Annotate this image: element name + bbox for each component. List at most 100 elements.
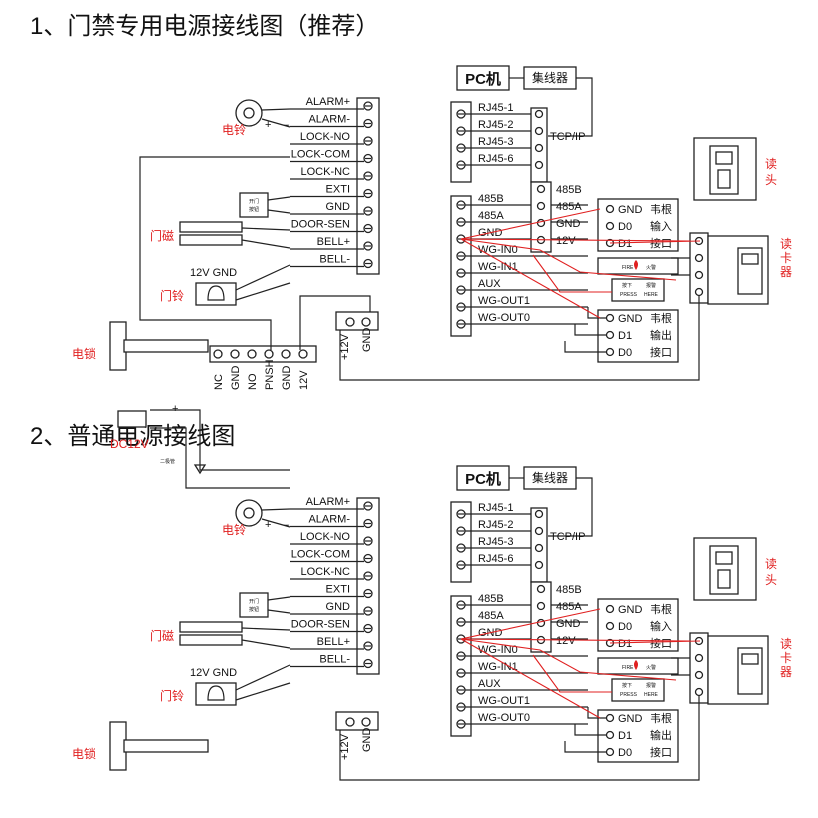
rj45-pin <box>534 543 544 553</box>
psu-label: +12V <box>339 333 351 360</box>
rj45-strip <box>450 101 472 183</box>
hub-rj45-wire <box>548 477 593 537</box>
controller-label: WG-IN0 <box>478 644 518 656</box>
red-wire-alarm <box>460 238 677 281</box>
title-1: 1、门禁专用电源接线图（推荐） <box>30 13 379 40</box>
power-terminal-label: NO <box>247 373 259 390</box>
power-terminal-label: GND <box>281 366 293 391</box>
alarm-text: HERE <box>644 692 659 698</box>
rs485-block <box>530 581 552 653</box>
power-terminal-label: 12V <box>298 370 310 390</box>
main-terminal-label: BELL+ <box>317 236 350 248</box>
rj45-strip <box>450 501 472 583</box>
rj45-label: RJ45-3 <box>478 536 513 548</box>
rs485-block <box>530 181 552 253</box>
wiegand-in-pin: D0 <box>618 621 632 633</box>
power-terminal-label: PNSH <box>264 359 276 390</box>
wiegand-out-text: 韦根 <box>650 311 672 325</box>
reader-head-window <box>715 551 733 565</box>
door-magnet-top <box>179 621 243 633</box>
head-label: 读 <box>765 157 777 171</box>
lock-bar <box>123 339 209 353</box>
main-terminal-label: LOCK-COM <box>291 549 350 561</box>
psu-terminal <box>361 717 371 727</box>
rj45-label: RJ45-3 <box>478 136 513 148</box>
alarm-text: 按下 <box>622 282 632 289</box>
reader-label: 读 <box>780 237 792 251</box>
door-bell-box <box>195 282 237 306</box>
psu-terminal <box>345 317 355 327</box>
plus-sign: + <box>265 119 271 131</box>
dc-adaptor <box>117 410 147 428</box>
door-bell-power: 12V GND <box>190 267 237 279</box>
alarm-bell-center <box>243 507 255 519</box>
tcp-ip-label: TCP/IP <box>550 131 585 143</box>
open-button-text: 开门 <box>249 598 259 605</box>
wiegand-in-terminal <box>605 204 615 214</box>
main-terminal-label: LOCK-NO <box>300 531 351 543</box>
button-wire <box>267 196 291 201</box>
alarm-text: 报警 <box>646 282 656 289</box>
rs485-terminal <box>536 601 546 611</box>
red-wire-gnd-in <box>460 608 601 640</box>
red-wire-d1 <box>609 240 701 244</box>
wiegand-out-pin: GND <box>618 713 643 725</box>
magnet-wire <box>241 227 291 231</box>
rs485-label: 485A <box>556 601 582 613</box>
main-terminal-label: LOCK-COM <box>291 149 350 161</box>
hub-label: 集线器 <box>532 470 568 485</box>
rj45-label: RJ45-2 <box>478 119 513 131</box>
main-terminal-label: BELL+ <box>317 636 350 648</box>
reader-terminal <box>694 670 704 680</box>
psu-terminal-box <box>335 311 379 331</box>
wiegand-out-pin: D0 <box>618 747 632 759</box>
fingerprint-pad <box>717 169 731 189</box>
psu-terminal <box>361 317 371 327</box>
controller-label: WG-IN0 <box>478 244 518 256</box>
rs485-label: 485B <box>556 184 582 196</box>
controller-label: 485A <box>478 210 504 222</box>
hub-rj45-wire <box>548 77 593 137</box>
flame-icon <box>634 260 638 270</box>
rs485-terminal <box>536 201 546 211</box>
magnet-wire <box>241 627 291 631</box>
red-wire-gnd-reader <box>460 638 691 642</box>
fingerprint-pad <box>717 569 731 589</box>
main-terminal-label: ALARM- <box>308 514 350 526</box>
red-wire-d1 <box>609 640 701 644</box>
head-label: 头 <box>765 173 777 187</box>
red-wire-gnd-out <box>460 238 601 319</box>
pc-label: PC机 <box>465 70 501 88</box>
main-terminal-label: ALARM+ <box>306 96 350 108</box>
psu-terminal-box <box>335 711 379 731</box>
power-terminal-label: GND <box>230 366 242 391</box>
wiegand-out-text: 接口 <box>650 746 672 759</box>
fire-text: FIRE <box>622 265 634 271</box>
door-magnet-bottom <box>179 234 243 246</box>
wiegand-in-terminal <box>605 604 615 614</box>
door-bell-label: 门铃 <box>160 688 184 703</box>
doorbell-wire <box>235 664 291 691</box>
controller-label: WG-IN1 <box>478 661 518 673</box>
red-wire-fire <box>532 254 612 293</box>
rs485-label: GND <box>556 618 581 630</box>
head-label: 读 <box>765 557 777 571</box>
door-bell-icon <box>207 285 225 301</box>
rs485-label: 12V <box>556 235 576 247</box>
wiegand-in-pin: D1 <box>618 238 632 250</box>
wiegand-out-terminal <box>605 713 615 723</box>
rj45-pin <box>534 126 544 136</box>
main-terminal-block <box>356 497 380 675</box>
wiegand-in-text: 输入 <box>650 219 672 233</box>
wiegand-out-text: 输出 <box>650 728 672 742</box>
controller-label: WG-OUT1 <box>478 295 530 307</box>
pc-label: PC机 <box>465 470 501 488</box>
plus-sign: + <box>265 519 271 531</box>
controller-label: WG-OUT0 <box>478 312 530 324</box>
main-terminal-label: LOCK-NC <box>300 566 350 578</box>
fire-cn: 火警 <box>646 264 656 271</box>
wiegand-in-text: 接口 <box>650 637 672 650</box>
wiegand-out-pin: D0 <box>618 347 632 359</box>
alarm-text: HERE <box>644 292 659 298</box>
